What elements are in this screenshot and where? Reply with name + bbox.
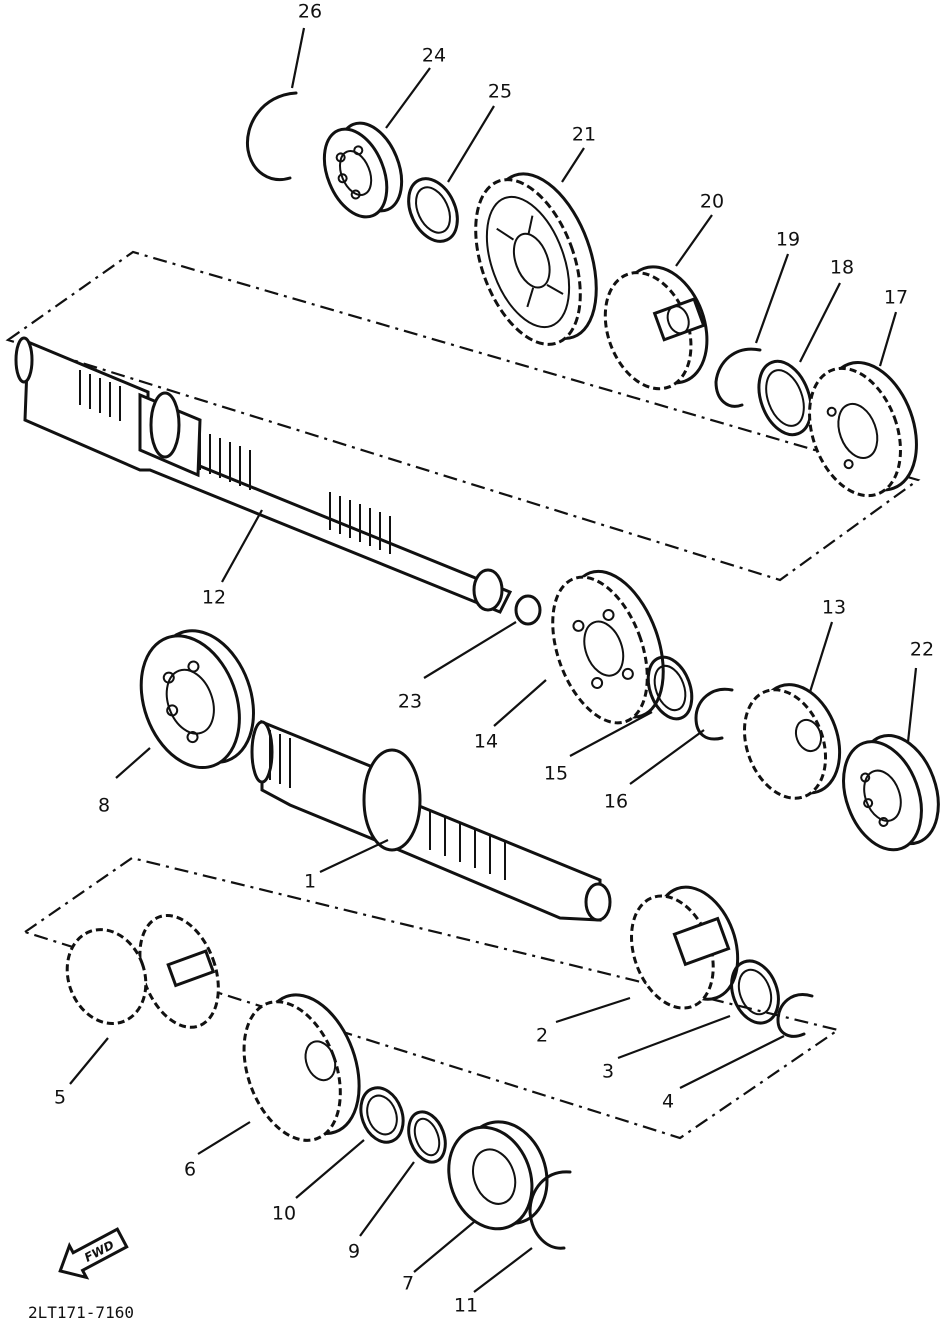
- part-6-gear: [242, 993, 361, 1142]
- callout-20: 20: [700, 191, 724, 213]
- part-14-gear: [551, 569, 665, 725]
- part-12-main-shaft: [14, 336, 513, 614]
- lower-assembly-outline: [22, 856, 841, 1140]
- callout-11: 11: [454, 1295, 478, 1317]
- callout-1: 1: [304, 871, 316, 893]
- part-23-bushing: [514, 594, 542, 626]
- part-18-washer: [757, 359, 813, 437]
- part-11-circlip: [528, 1170, 572, 1250]
- part-19-circlip: [714, 347, 762, 408]
- part-1-drive-shaft: [250, 719, 612, 922]
- part-3-washer: [730, 959, 780, 1025]
- part-2-gear: [630, 885, 740, 1010]
- callout-5: 5: [54, 1087, 66, 1109]
- part-24-bearing: [322, 121, 404, 219]
- part-21-gear: [474, 172, 598, 346]
- part-10-washer: [359, 1086, 405, 1144]
- forward-direction-arrow: FWD: [58, 1227, 129, 1280]
- callout-10: 10: [272, 1203, 296, 1225]
- leader-lines: [69, 27, 918, 1293]
- part-15-washer: [646, 655, 694, 721]
- callout-8: 8: [98, 795, 110, 817]
- part-5-gear: [65, 914, 220, 1029]
- part-13-gear: [742, 683, 842, 800]
- callout-3: 3: [602, 1061, 614, 1083]
- part-9-circlip: [407, 1110, 447, 1164]
- part-26-circlip: [245, 91, 298, 181]
- callout-14: 14: [474, 731, 498, 753]
- callout-25: 25: [488, 81, 512, 103]
- callout-13: 13: [822, 597, 846, 619]
- drawing-code: 2LT171-7160: [28, 1303, 134, 1322]
- callout-17: 17: [884, 287, 908, 309]
- callout-22: 22: [910, 639, 934, 661]
- callout-19: 19: [776, 229, 800, 251]
- callout-4: 4: [662, 1091, 674, 1113]
- upper-assembly-outline: [5, 250, 921, 582]
- part-22-bearing: [842, 734, 940, 852]
- part-20-gear: [603, 265, 709, 391]
- callout-7: 7: [402, 1273, 414, 1295]
- part-16-circlip: [694, 687, 734, 741]
- callout-labels: 26 24 25 21 20 19 18 17 12 23 14 13 22 1…: [54, 1, 934, 1317]
- callout-15: 15: [544, 763, 568, 785]
- part-7-bearing: [447, 1120, 549, 1231]
- callout-12: 12: [202, 587, 226, 609]
- part-4-circlip: [776, 993, 814, 1038]
- part-8-bearing: [139, 629, 255, 770]
- callout-2: 2: [536, 1025, 548, 1047]
- part-17-gear: [808, 361, 918, 498]
- callout-24: 24: [422, 45, 446, 67]
- callout-9: 9: [348, 1241, 360, 1263]
- callout-6: 6: [184, 1159, 196, 1181]
- callout-21: 21: [572, 124, 596, 146]
- callout-23: 23: [398, 691, 422, 713]
- callout-26: 26: [298, 1, 322, 23]
- part-25-washer: [407, 177, 459, 243]
- callout-16: 16: [604, 791, 628, 813]
- callout-18: 18: [830, 257, 854, 279]
